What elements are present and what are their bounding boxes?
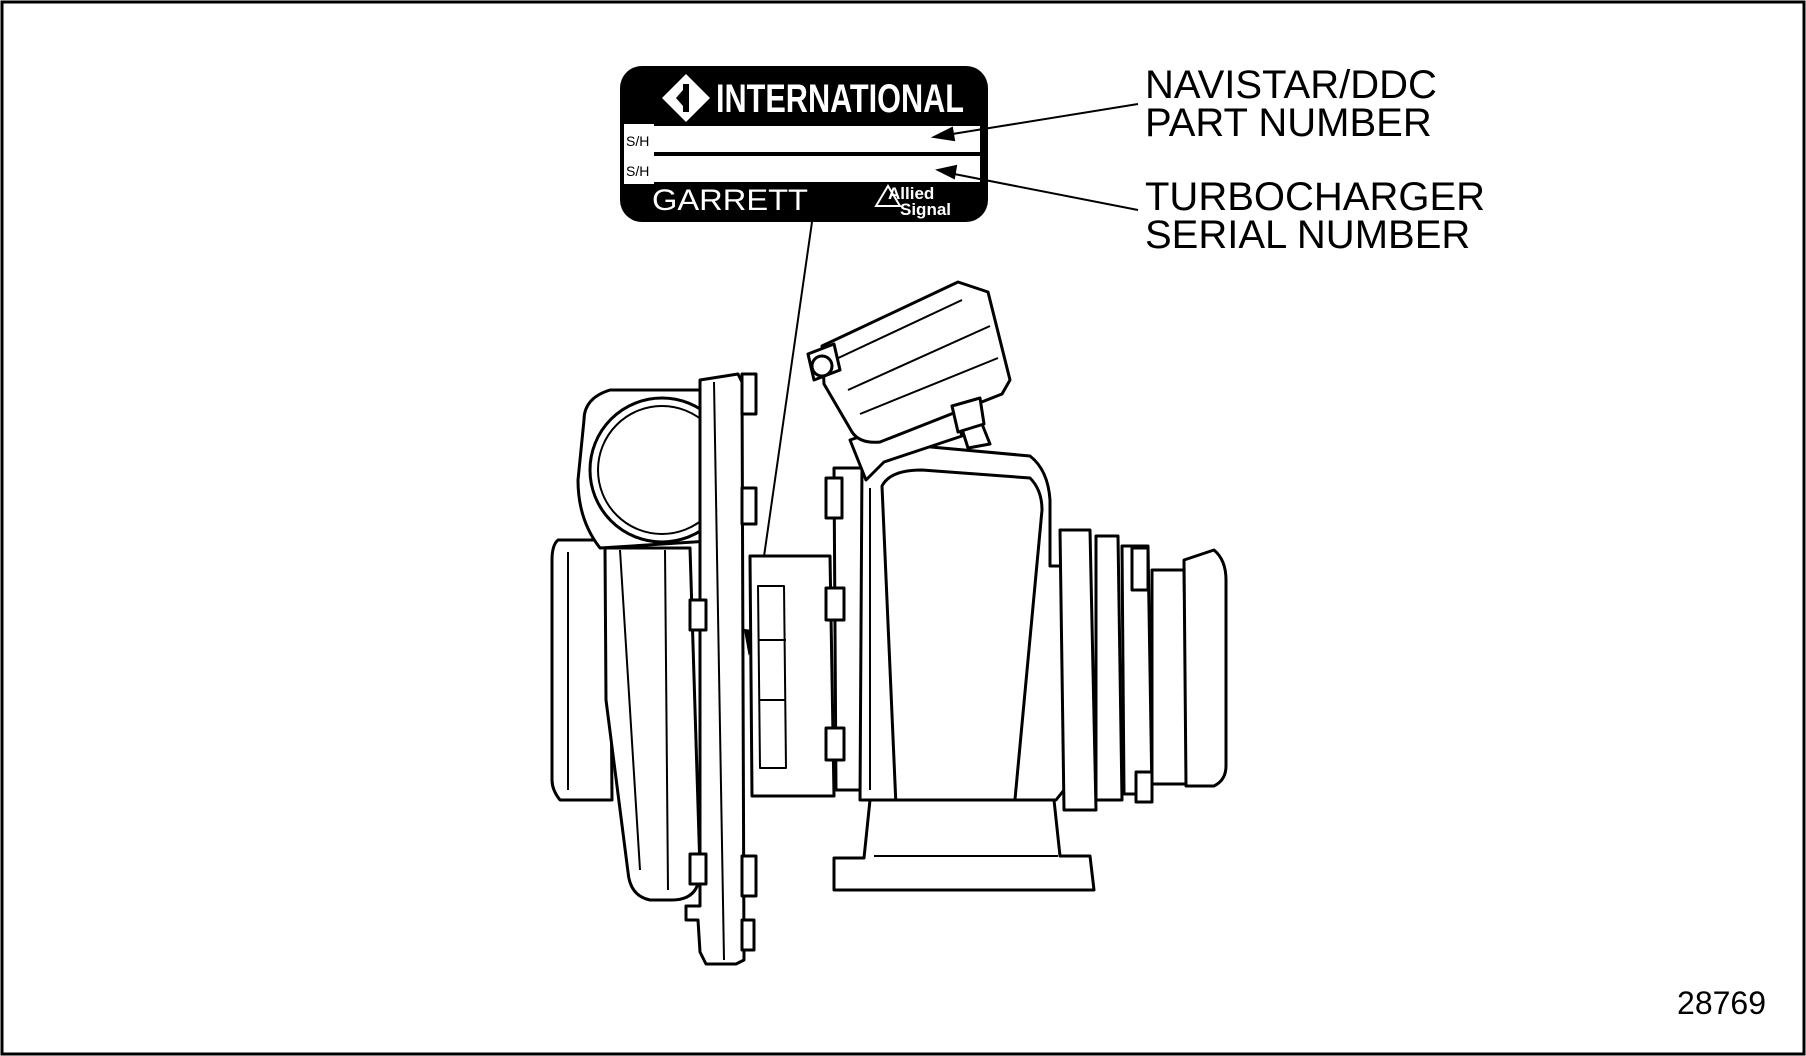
- allied-signal-logo-icon: [874, 184, 902, 207]
- international-logo-icon: [662, 74, 710, 122]
- row-label-1: S/H: [626, 133, 649, 149]
- serial-number-leader: [943, 171, 1139, 211]
- serial-number-callout-line-2: SERIAL NUMBER: [1145, 213, 1471, 257]
- part-number-leader: [939, 103, 1139, 137]
- serial-number-arrow-icon: [935, 164, 958, 180]
- nameplate-maker: GARRETT: [652, 184, 808, 217]
- serial-number-field: [654, 156, 980, 182]
- part-number-arrow-icon: [930, 126, 956, 142]
- part-number-callout-line-1: NAVISTAR/DDC: [1145, 63, 1437, 107]
- row-label-2: S/H: [626, 163, 649, 179]
- turbocharger-illustration: [550, 280, 1228, 966]
- serial-number-callout-line-1: TURBOCHARGER: [1145, 175, 1486, 219]
- part-number-callout-line-2: PART NUMBER: [1145, 101, 1432, 145]
- part-number-field: [654, 126, 980, 152]
- serial-number-callout: TURBOCHARGER SERIAL NUMBER: [1145, 175, 1486, 257]
- logo-line-1: Allied: [888, 184, 934, 203]
- logo-line-2: Signal: [900, 200, 951, 219]
- figure-number: 28769: [1677, 985, 1766, 1021]
- part-number-callout: NAVISTAR/DDC PART NUMBER: [1145, 63, 1437, 145]
- nameplate-brand: INTERNATIONAL: [716, 77, 964, 121]
- nameplate: INTERNATIONAL S/H S/H GARRETT Allied Sig…: [620, 66, 988, 222]
